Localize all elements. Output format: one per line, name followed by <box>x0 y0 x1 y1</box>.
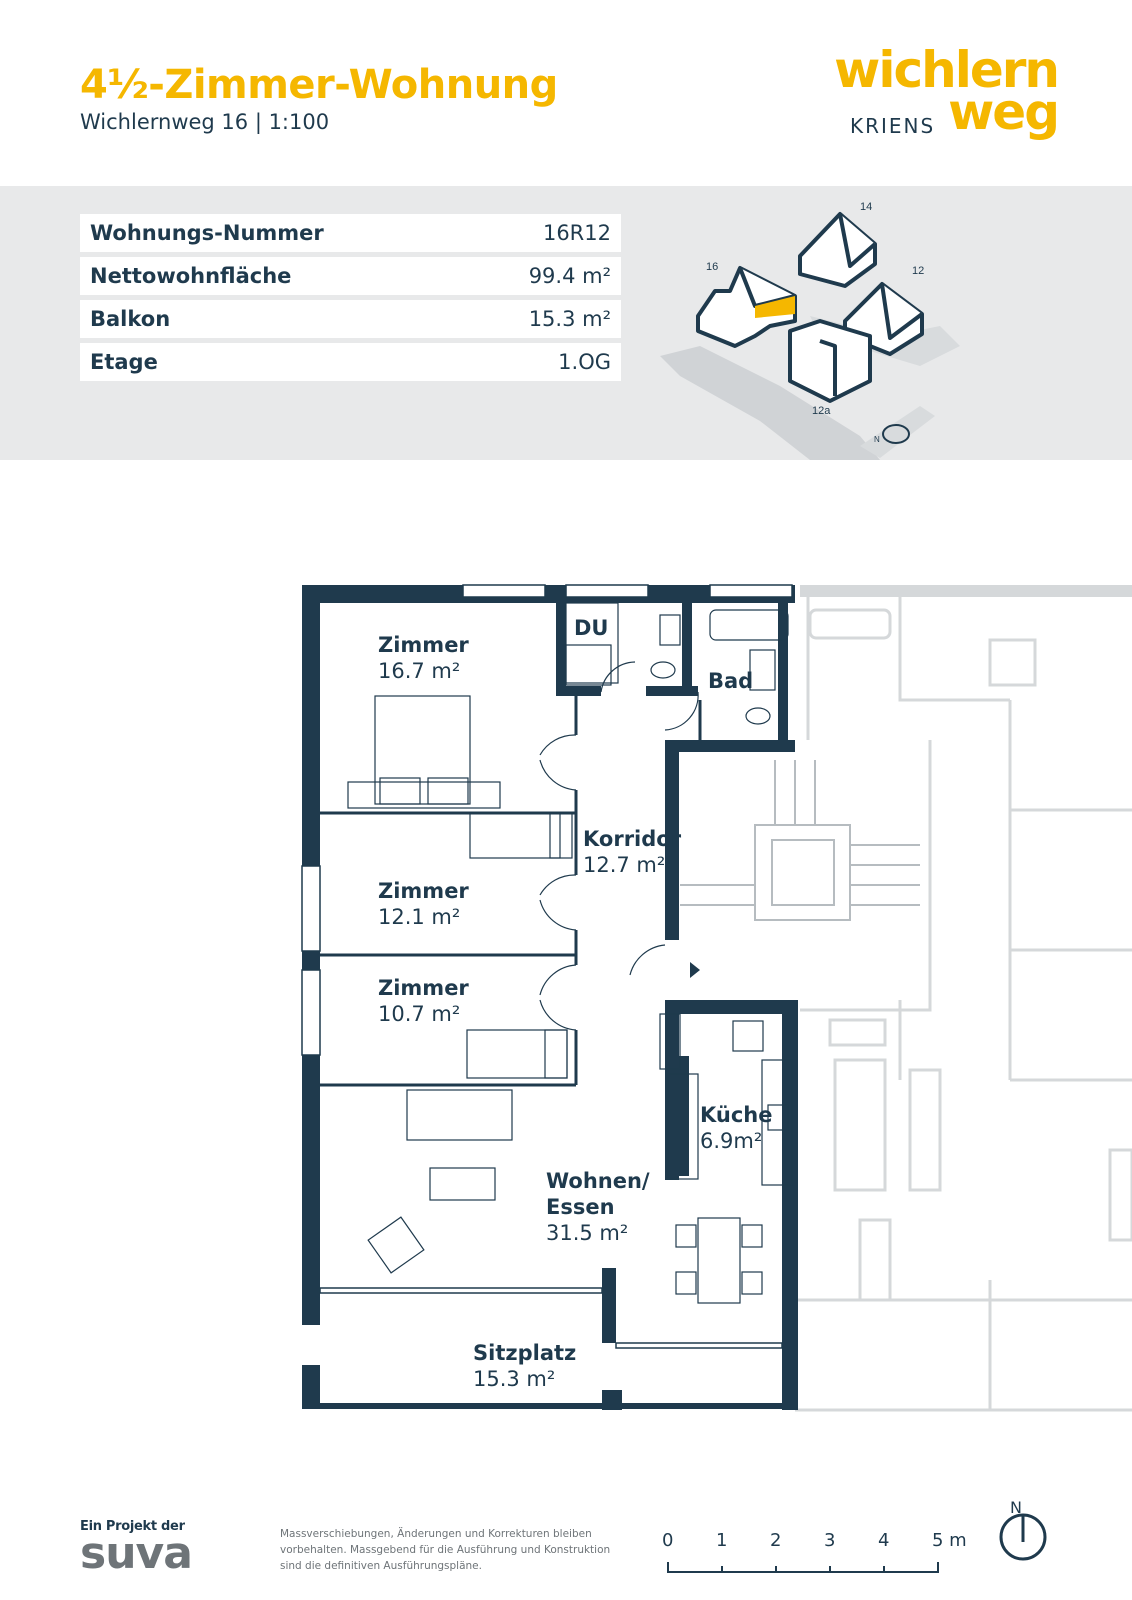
room-name: Zimmer <box>378 879 469 903</box>
info-label: Nettowohnfläche <box>90 264 292 288</box>
road-shape <box>660 346 880 460</box>
neighbour-plan <box>795 585 1132 1412</box>
info-row-balcony: Balkon 15.3 m² <box>80 300 621 338</box>
stair-core <box>680 760 920 921</box>
info-label: Wohnungs-Nummer <box>90 221 324 245</box>
floor-plan: Zimmer 16.7 m² DU Bad Korridor 12.7 m² Z… <box>301 584 1132 1412</box>
project-label: Ein Projekt der <box>80 1519 185 1534</box>
room-area: 12.1 m² <box>378 905 460 929</box>
info-value: 99.4 m² <box>528 264 611 288</box>
building-label: 12a <box>812 405 831 417</box>
room-area: 15.3 m² <box>473 1367 555 1391</box>
highlighted-apartment <box>755 296 795 318</box>
building-label: 16 <box>706 261 718 273</box>
brand-logo: wichlern weg KRIENS <box>828 41 1060 154</box>
building-label: 12 <box>912 265 924 277</box>
logo-word-1: wichlern <box>834 41 1060 99</box>
building-label: 14 <box>860 201 872 213</box>
scale-tick: 4 <box>878 1530 890 1551</box>
info-label: Balkon <box>90 307 171 331</box>
room-area: 6.9m² <box>700 1129 762 1153</box>
building-14 <box>798 212 877 288</box>
scale-tick: 2 <box>770 1530 782 1551</box>
north-icon <box>882 424 910 444</box>
road-shape <box>860 406 935 458</box>
info-row-floor: Etage 1.OG <box>80 343 621 381</box>
logo-word-2: weg <box>948 83 1060 141</box>
scale-tick: 3 <box>824 1530 836 1551</box>
doors <box>539 661 699 1031</box>
site-plan: 14 16 12 12a N <box>660 201 960 460</box>
walls <box>302 585 798 1410</box>
room-area: 10.7 m² <box>378 1002 460 1026</box>
info-value: 1.OG <box>558 350 611 374</box>
room-name: Wohnen/ <box>546 1169 650 1193</box>
room-name: Küche <box>700 1103 773 1127</box>
room-name: Sitzplatz <box>473 1341 576 1365</box>
north-label: N <box>1010 1498 1022 1517</box>
room-name: Zimmer <box>378 976 469 1000</box>
page-subtitle: Wichlernweg 16 | 1:100 <box>80 110 330 134</box>
scale-tick: 5 m <box>932 1530 967 1551</box>
scale-tick: 1 <box>716 1530 728 1551</box>
room-name: Korridor <box>583 827 682 851</box>
furniture <box>347 602 793 1304</box>
compass-icon <box>999 1513 1047 1561</box>
scale-bar <box>667 1562 939 1573</box>
entrance-arrow <box>690 962 700 978</box>
company-logo: suva <box>80 1528 193 1579</box>
room-area: 12.7 m² <box>583 853 665 877</box>
page-title: 4½-Zimmer-Wohnung <box>80 62 558 108</box>
room-name: Zimmer <box>378 633 469 657</box>
info-value: 16R12 <box>542 221 611 245</box>
info-row-area: Nettowohnfläche 99.4 m² <box>80 257 621 295</box>
room-area: 31.5 m² <box>546 1221 628 1245</box>
windows <box>301 584 793 1349</box>
north-label: N <box>874 435 880 444</box>
room-name: Bad <box>708 669 753 693</box>
info-label: Etage <box>90 350 158 374</box>
room-area: 16.7 m² <box>378 659 460 683</box>
logo-location: KRIENS <box>850 114 936 138</box>
scale-tick: 0 <box>662 1530 674 1551</box>
room-name: Essen <box>546 1195 615 1219</box>
info-row-number: Wohnungs-Nummer 16R12 <box>80 214 621 252</box>
info-value: 15.3 m² <box>528 307 611 331</box>
disclaimer-text: Massverschiebungen, Änderungen und Korre… <box>280 1528 611 1572</box>
room-name: DU <box>574 616 608 640</box>
building-12a <box>788 319 872 403</box>
